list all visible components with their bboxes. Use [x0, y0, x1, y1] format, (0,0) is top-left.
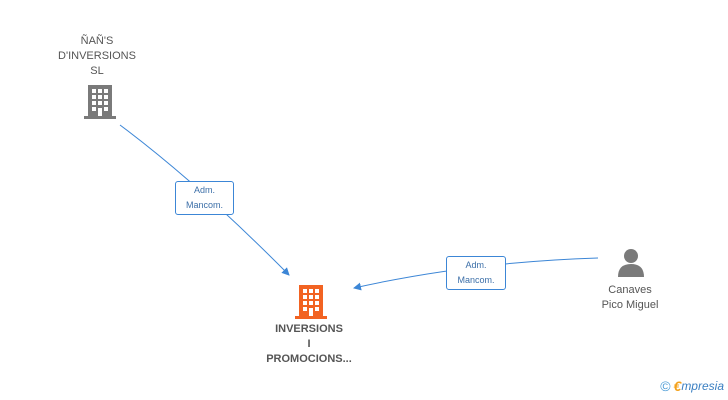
node-top-company-line-1: ÑAÑ'S	[80, 35, 114, 47]
building-icon[interactable]	[84, 84, 116, 120]
brand-initial: €	[673, 378, 682, 394]
footer-brand[interactable]: © €mpresia	[660, 378, 724, 394]
node-main-company-label[interactable]: INVERSIONS I PROMOCIONS...	[249, 322, 369, 367]
edge-label-top-line-2: Mancom.	[185, 200, 223, 210]
building-icon[interactable]	[295, 284, 327, 320]
node-top-company-line-2: D'INVERSIONS	[58, 50, 136, 62]
edge-label-top-line-1: Adm.	[193, 185, 215, 195]
node-top-company-line-3: SL	[90, 65, 104, 77]
person-icon[interactable]	[616, 247, 646, 277]
node-person-line-1: Canaves	[608, 284, 652, 296]
edge-label-person-line-2: Mancom.	[457, 275, 495, 285]
node-person-line-2: Pico Miguel	[601, 299, 659, 311]
node-person-label[interactable]: Canaves Pico Miguel	[580, 283, 680, 313]
brand-name: mpresia	[681, 379, 724, 393]
edge-label-person[interactable]: Adm. Mancom.	[446, 256, 506, 290]
edge-label-person-line-1: Adm.	[465, 260, 487, 270]
node-main-company-line-2: I	[307, 338, 311, 350]
node-top-company-label[interactable]: ÑAÑ'S D'INVERSIONS SL	[47, 34, 147, 79]
node-main-company-line-1: INVERSIONS	[275, 323, 343, 335]
edge-label-top[interactable]: Adm. Mancom.	[175, 181, 234, 215]
copyright-icon: ©	[660, 378, 671, 394]
node-main-company-line-3: PROMOCIONS...	[266, 353, 352, 365]
